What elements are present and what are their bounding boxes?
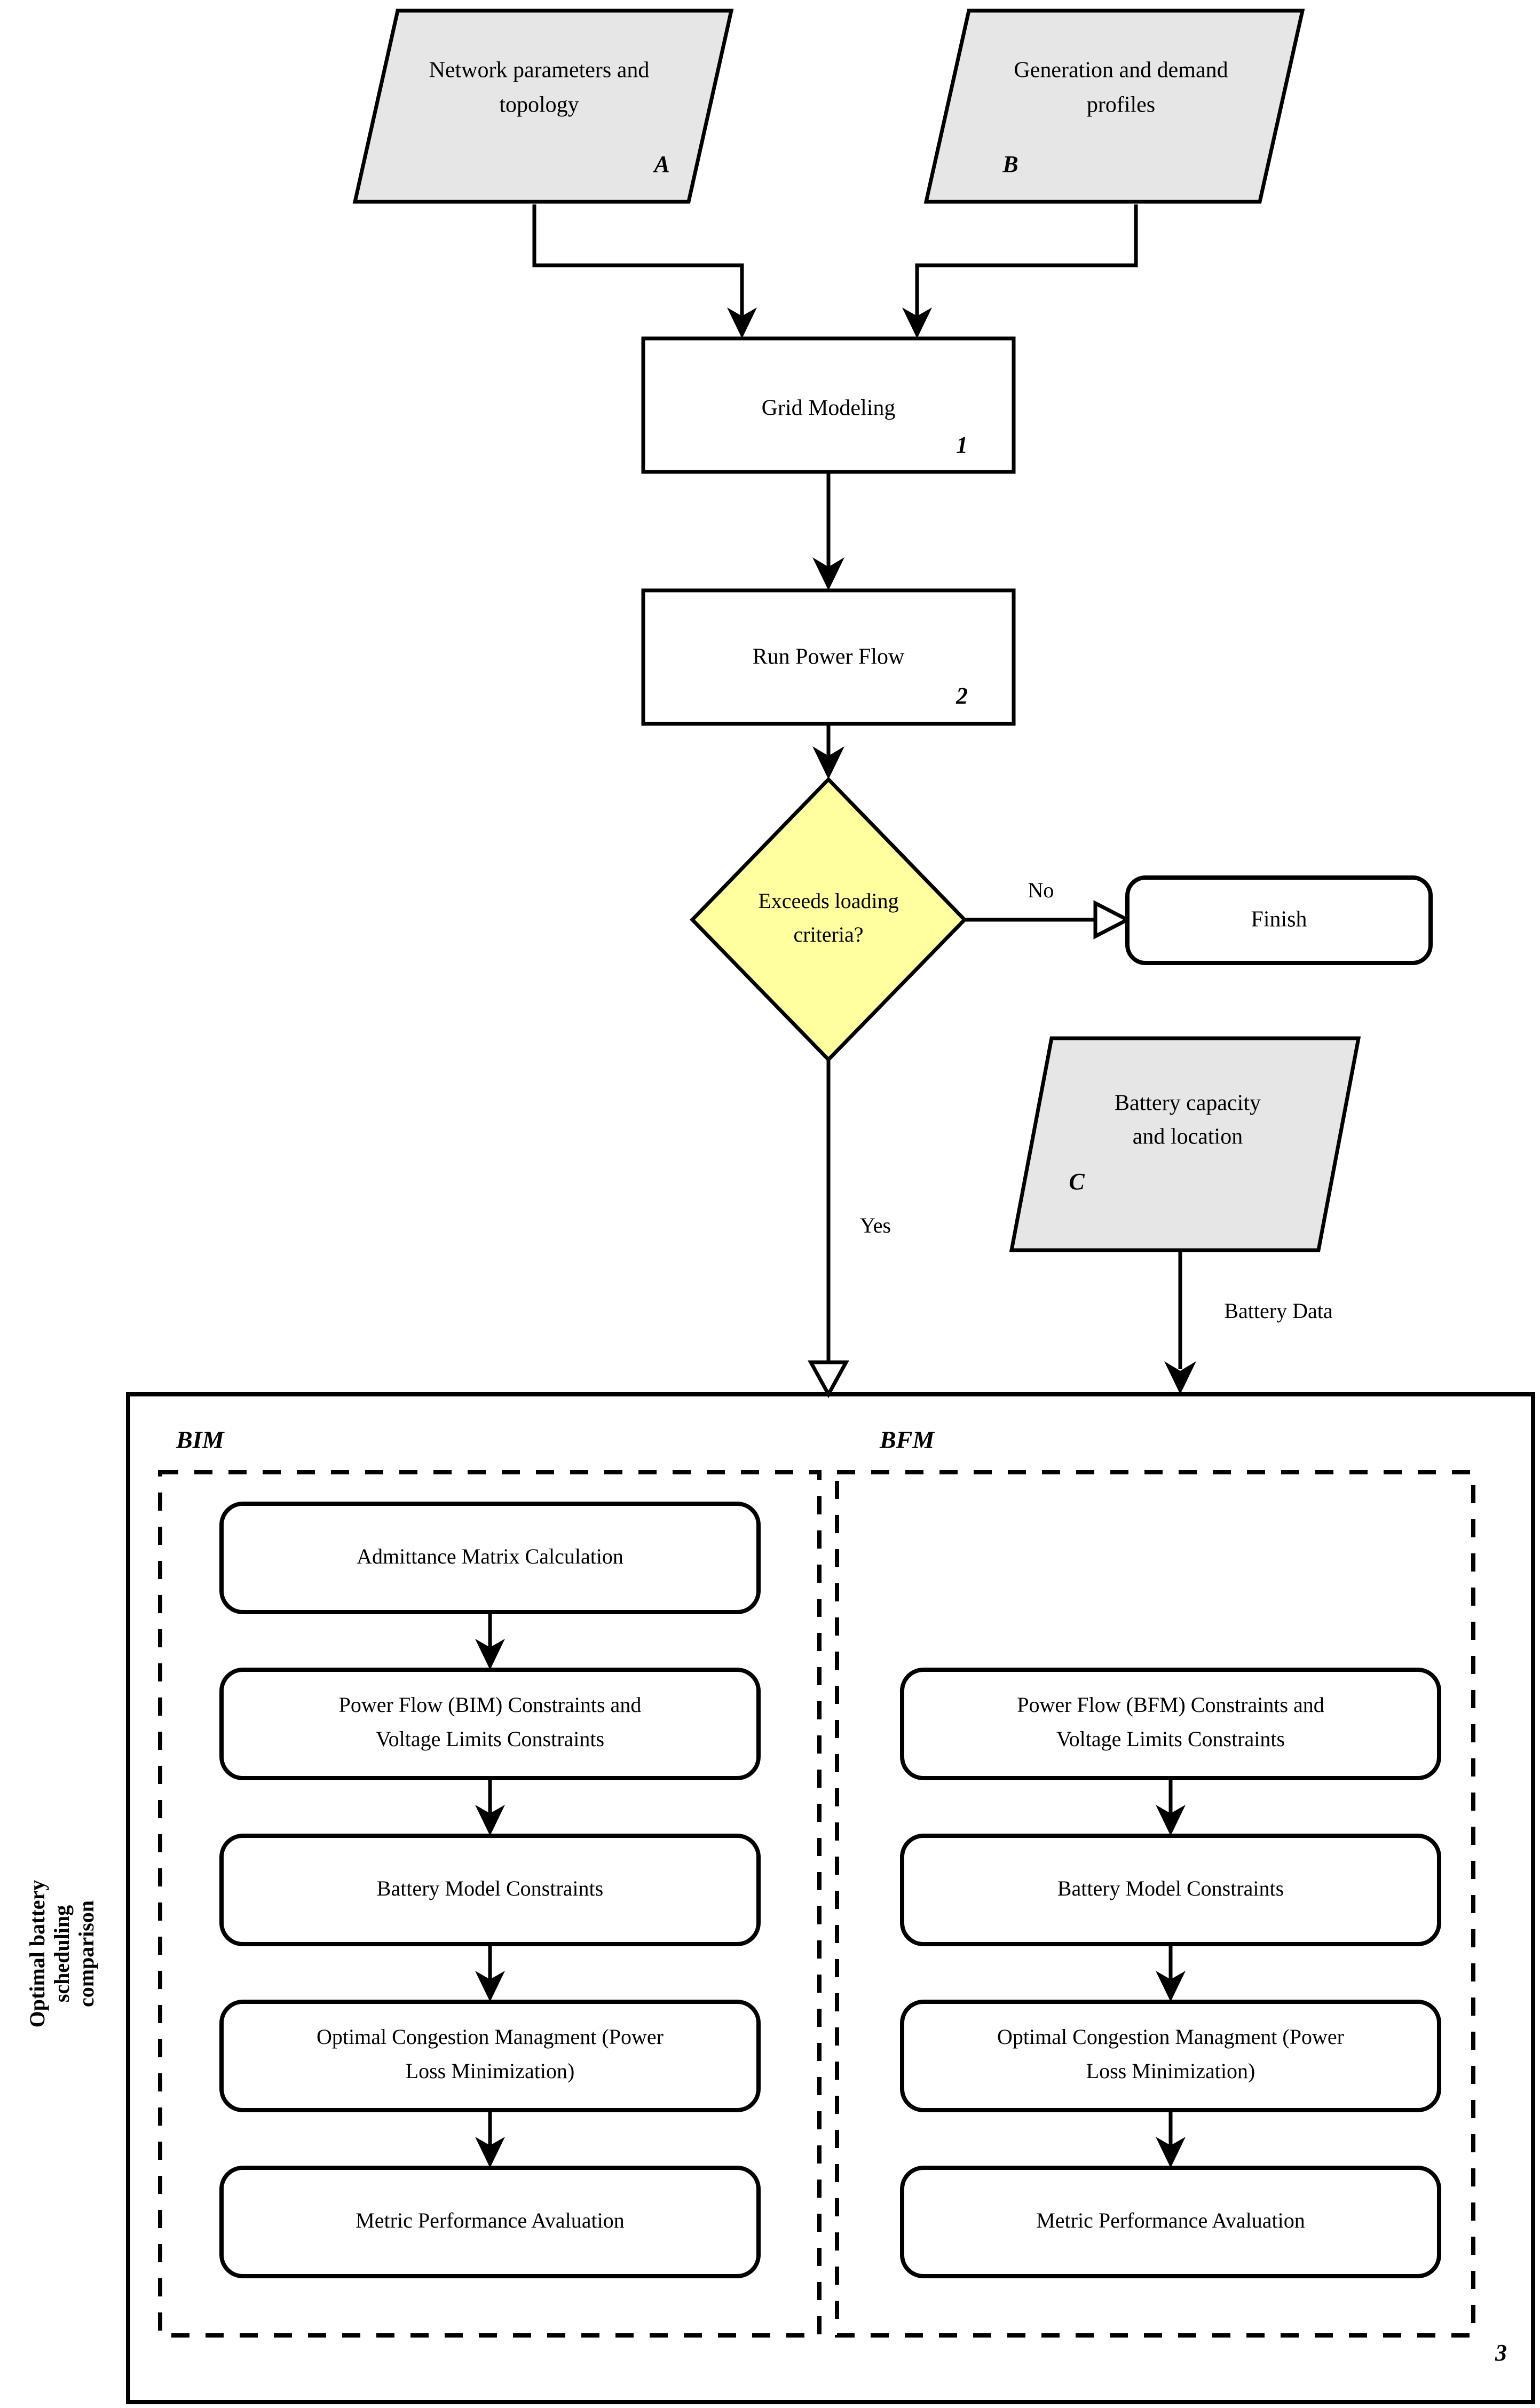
bim-step-3[interactable]: Battery Model Constraints bbox=[219, 1834, 761, 1946]
bfm-step-3[interactable]: Optimal Congestion Managment (Power Loss… bbox=[900, 2000, 1441, 2112]
input-a-tag: A bbox=[652, 151, 669, 177]
bfm-step-2-label: Battery Model Constraints bbox=[1057, 1876, 1284, 1900]
bfm-header: BFM bbox=[879, 1426, 935, 1454]
connector-bim-2-3 bbox=[475, 1778, 505, 1836]
bim-step-3-label: Battery Model Constraints bbox=[377, 1876, 603, 1900]
connector-input-c-to-comparison bbox=[1164, 1250, 1196, 1394]
finish-label: Finish bbox=[1251, 907, 1307, 932]
bfm-step-2[interactable]: Battery Model Constraints bbox=[900, 1834, 1441, 1946]
bim-step-2-label-line1: Power Flow (BIM) Constraints and bbox=[339, 1693, 642, 1717]
input-b-tag: B bbox=[1002, 151, 1018, 177]
comparison-container: 3 bbox=[126, 1392, 1535, 2404]
edge-label-yes: Yes bbox=[860, 1213, 891, 1237]
input-b-label-line2: profiles bbox=[1087, 93, 1155, 117]
input-b-label-line1: Generation and demand bbox=[1014, 58, 1228, 83]
bim-step-5[interactable]: Metric Performance Avaluation bbox=[219, 2166, 761, 2278]
connector-bfm-3-4 bbox=[1156, 2110, 1186, 2168]
edge-label-battery-data: Battery Data bbox=[1224, 1299, 1332, 1323]
input-node-generation-demand[interactable]: Generation and demand profiles B bbox=[923, 9, 1305, 204]
connector-bim-3-4 bbox=[475, 1944, 505, 2002]
comparison-column-bfm: BFM Power Flow (BFM) Constraints and Vol… bbox=[835, 1426, 1475, 2338]
bfm-step-1[interactable]: Power Flow (BFM) Constraints and Voltage… bbox=[900, 1668, 1441, 1780]
decision-label-line2: criteria? bbox=[794, 922, 864, 946]
input-a-label-line2: topology bbox=[499, 93, 579, 117]
connector-bfm-1-2 bbox=[1156, 1778, 1186, 1836]
comparison-column-bim: BIM Admittance Matrix Calculation Power … bbox=[158, 1426, 822, 2338]
run-power-flow-label: Run Power Flow bbox=[753, 645, 905, 669]
input-node-battery-capacity[interactable]: Battery capacity and location C bbox=[1009, 1036, 1361, 1252]
side-label-line2: scheduling bbox=[50, 1905, 74, 2002]
bfm-step-4[interactable]: Metric Performance Avaluation bbox=[900, 2166, 1441, 2278]
connector-decision-no-to-finish bbox=[965, 900, 1132, 939]
bfm-step-1-label-line2: Voltage Limits Constraints bbox=[1056, 1727, 1285, 1751]
bim-step-4-label-line1: Optimal Congestion Managment (Power bbox=[317, 2025, 664, 2049]
connector-bim-1-2 bbox=[475, 1612, 505, 1670]
decision-label-line1: Exceeds loading bbox=[758, 889, 898, 913]
input-c-label-line2: and location bbox=[1133, 1125, 1243, 1149]
bim-step-5-label: Metric Performance Avaluation bbox=[356, 2208, 625, 2232]
decision-node-exceeds-loading-criteria[interactable]: Exceeds loading criteria? bbox=[690, 776, 967, 1063]
bfm-step-3-label-line1: Optimal Congestion Managment (Power bbox=[997, 2025, 1344, 2049]
input-node-network-parameters[interactable]: Network parameters and topology A bbox=[352, 9, 734, 204]
edge-label-no: No bbox=[1028, 878, 1054, 902]
connector-grid-modeling-to-run-power-flow bbox=[812, 472, 844, 590]
grid-modeling-label: Grid Modeling bbox=[762, 396, 896, 421]
input-c-tag: C bbox=[1069, 1169, 1085, 1195]
grid-modeling-tag: 1 bbox=[956, 432, 968, 458]
connector-bfm-2-3 bbox=[1156, 1944, 1186, 2002]
bfm-step-3-label-line2: Loss Minimization) bbox=[1086, 2059, 1255, 2083]
bim-step-2-label-line2: Voltage Limits Constraints bbox=[376, 1727, 604, 1751]
bim-step-4[interactable]: Optimal Congestion Managment (Power Loss… bbox=[219, 2000, 761, 2112]
side-label-line1: Optimal battery bbox=[25, 1880, 49, 2028]
process-node-grid-modeling[interactable]: Grid Modeling 1 bbox=[641, 336, 1016, 474]
connector-input-a-to-grid-modeling bbox=[532, 204, 757, 338]
input-c-label-line1: Battery capacity bbox=[1115, 1091, 1261, 1116]
bfm-step-1-label-line1: Power Flow (BFM) Constraints and bbox=[1017, 1693, 1324, 1717]
bim-step-1-label: Admittance Matrix Calculation bbox=[357, 1544, 623, 1568]
terminator-node-finish[interactable]: Finish bbox=[1125, 875, 1433, 965]
bim-step-2[interactable]: Power Flow (BIM) Constraints and Voltage… bbox=[219, 1668, 761, 1780]
connector-decision-yes-to-comparison bbox=[808, 1060, 849, 1399]
comparison-container-tag: 3 bbox=[1495, 2340, 1507, 2366]
run-power-flow-tag: 2 bbox=[955, 683, 968, 709]
connector-bim-4-5 bbox=[475, 2110, 505, 2168]
process-node-run-power-flow[interactable]: Run Power Flow 2 bbox=[641, 588, 1016, 726]
side-label-line3: comparison bbox=[74, 1900, 98, 2007]
input-a-label-line1: Network parameters and bbox=[429, 58, 650, 83]
connector-run-power-flow-to-decision bbox=[812, 724, 844, 779]
bim-step-4-label-line2: Loss Minimization) bbox=[406, 2059, 575, 2083]
bfm-step-4-label: Metric Performance Avaluation bbox=[1036, 2208, 1305, 2232]
bim-step-1[interactable]: Admittance Matrix Calculation bbox=[219, 1502, 761, 1614]
bim-header: BIM bbox=[176, 1426, 225, 1454]
connector-input-b-to-grid-modeling bbox=[902, 204, 1138, 338]
comparison-side-label: Optimal battery scheduling comparison bbox=[25, 1880, 98, 2028]
